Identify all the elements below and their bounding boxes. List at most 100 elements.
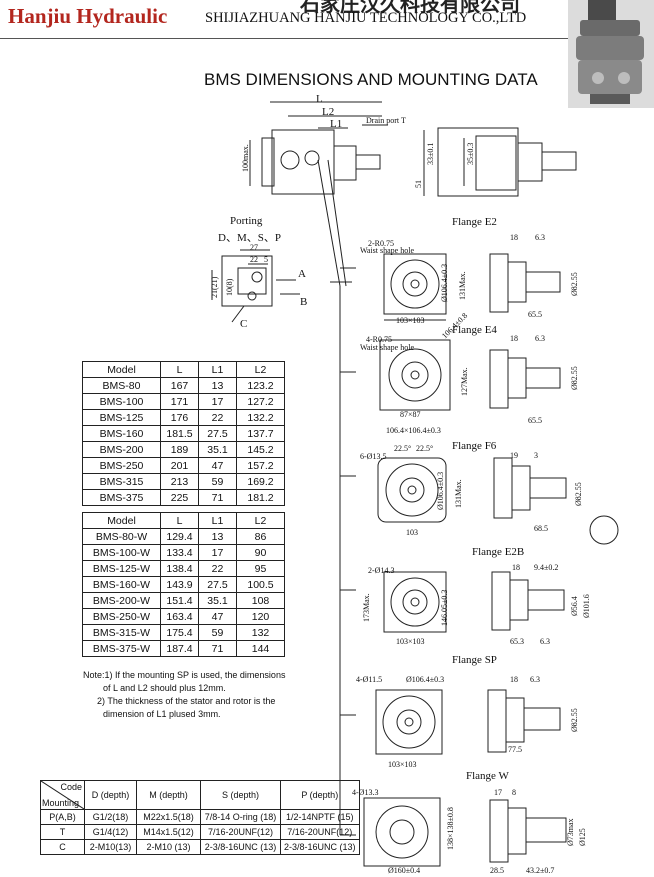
- table-cell: 1/2-14NPTF (15): [280, 809, 360, 825]
- flange-w-note-holes: 4-Ø13.3: [352, 788, 379, 797]
- column-header-model: Model: [82, 361, 161, 378]
- main-motor-end-view: [424, 128, 576, 196]
- table-cell: 17: [198, 393, 237, 410]
- flange-sp-note-square: 103×103: [388, 760, 417, 769]
- table-cell: 187.4: [160, 640, 199, 657]
- corner-header-cell: Code Mounting: [40, 780, 85, 810]
- table-cell: 2-3/8-16UNC (13): [200, 839, 281, 855]
- table-cell: BMS-100: [82, 393, 161, 410]
- table-cell: 17: [198, 544, 237, 561]
- porting-dim-22: 22: [250, 255, 258, 264]
- table-cell: BMS-250: [82, 457, 161, 474]
- flange-sp-note-8255: Ø82.55: [570, 708, 579, 732]
- table-cell: 7/16-20UNF(12): [200, 824, 281, 840]
- note-line: Note:1) If the mounting SP is used, the …: [83, 670, 286, 680]
- table-cell: BMS-200: [82, 441, 161, 458]
- flange-e2b-note-564: Ø56.4: [570, 596, 579, 616]
- table-cell: M22x1.5(18): [136, 809, 201, 825]
- flange-e2b-note-94: 9.4±0.2: [534, 563, 559, 572]
- table-cell: 47: [198, 608, 237, 625]
- flange-e2b-note-max: 173Max.: [362, 593, 371, 622]
- flange-f6-note-685: 68.5: [534, 524, 548, 533]
- flange-sp-title: Flange SP: [452, 654, 497, 666]
- table-cell: 151.4: [160, 592, 199, 609]
- table-cell: 47: [198, 457, 237, 474]
- chinese-company-name-graphic: 石家庄汉久科技有限公司: [300, 0, 520, 16]
- flange-w-title: Flange W: [466, 770, 509, 782]
- table-cell: 137.7: [236, 425, 285, 442]
- table-cell: 127.2: [236, 393, 285, 410]
- table-cell: 95: [236, 560, 285, 577]
- table-cell: 2-M10 (13): [136, 839, 201, 855]
- dim-l-label: L: [316, 93, 323, 105]
- flange-sp-note-dia: Ø106.4±0.3: [406, 675, 445, 684]
- page-title: BMS DIMENSIONS AND MOUNTING DATA: [204, 70, 538, 89]
- column-header-l2: L2: [236, 361, 285, 378]
- table-cell: 13: [198, 377, 237, 394]
- flange-w-note-138: 138×138±0.8: [446, 807, 455, 850]
- flange-e2-note-8255: Ø82.55: [570, 272, 579, 296]
- flange-e4-note-87: 87×87: [400, 410, 421, 419]
- motor-photo-illustration: [568, 0, 654, 108]
- porting-title: Porting: [230, 215, 263, 227]
- flange-e2b-note-18: 18: [512, 563, 520, 572]
- flange-e4-note-max: 127Max.: [460, 367, 469, 396]
- flange-w-note-432: 43.2±0.7: [526, 866, 555, 875]
- table-cell: 189: [160, 441, 199, 458]
- flange-sp-note-holes: 4-Ø11.5: [356, 675, 383, 684]
- table-cell: 171: [160, 393, 199, 410]
- table-cell: 157.2: [236, 457, 285, 474]
- table-cell: 129.4: [160, 528, 199, 545]
- table-cell: 144: [236, 640, 285, 657]
- column-header-s: S (depth): [200, 780, 281, 810]
- table-cell: 90: [236, 544, 285, 561]
- table-cell: BMS-375: [82, 489, 161, 506]
- flange-e4-note-18: 18: [510, 334, 518, 343]
- table-cell: 71: [198, 489, 237, 506]
- flange-f6-note-8255: Ø82.55: [574, 482, 583, 506]
- table-cell: 59: [198, 624, 237, 641]
- flange-e4-title: Flange E4: [452, 324, 497, 336]
- table-cell: 100.5: [236, 576, 285, 593]
- table-cell: 22: [198, 560, 237, 577]
- table-cell: 27.5: [198, 425, 237, 442]
- column-header-l1: L1: [198, 512, 237, 529]
- height-51-label: 51: [414, 180, 423, 188]
- table-cell: BMS-80: [82, 377, 161, 394]
- table-row: P(A,B)G1/2(18)M22x1.5(18)7/8-14 O-ring (…: [40, 809, 360, 825]
- flange-e2b-drawings: [384, 572, 564, 632]
- table-cell: BMS-250-W: [82, 608, 161, 625]
- flange-e4-note-hole: 4-R0.75: [366, 335, 392, 344]
- table-header-row: Model L L1 L2: [82, 361, 285, 378]
- flange-e4-note-655: 65.5: [528, 416, 542, 425]
- column-header-p: P (depth): [280, 780, 360, 810]
- table-cell: 108: [236, 592, 285, 609]
- flange-e2b-note-63: 6.3: [540, 637, 550, 646]
- note-line: of L and L2 should plus 12mm.: [103, 683, 226, 693]
- table-cell: 169.2: [236, 473, 285, 490]
- flange-f6-note-angle-b: 22.5°: [416, 444, 434, 453]
- motor-photo: [568, 0, 654, 108]
- flange-e2b-note-14605: 146.05±0.3: [440, 589, 449, 626]
- flange-f6-note-dia: Ø106.4±0.3: [436, 471, 445, 510]
- flange-w-note-8: 8: [512, 788, 516, 797]
- flange-f6-note-max: 131Max.: [454, 479, 463, 508]
- flange-w-note-160: Ø160±0.4: [388, 866, 421, 875]
- table-cell: 7/8-14 O-ring (18): [200, 809, 281, 825]
- flange-f6-title: Flange F6: [452, 440, 497, 452]
